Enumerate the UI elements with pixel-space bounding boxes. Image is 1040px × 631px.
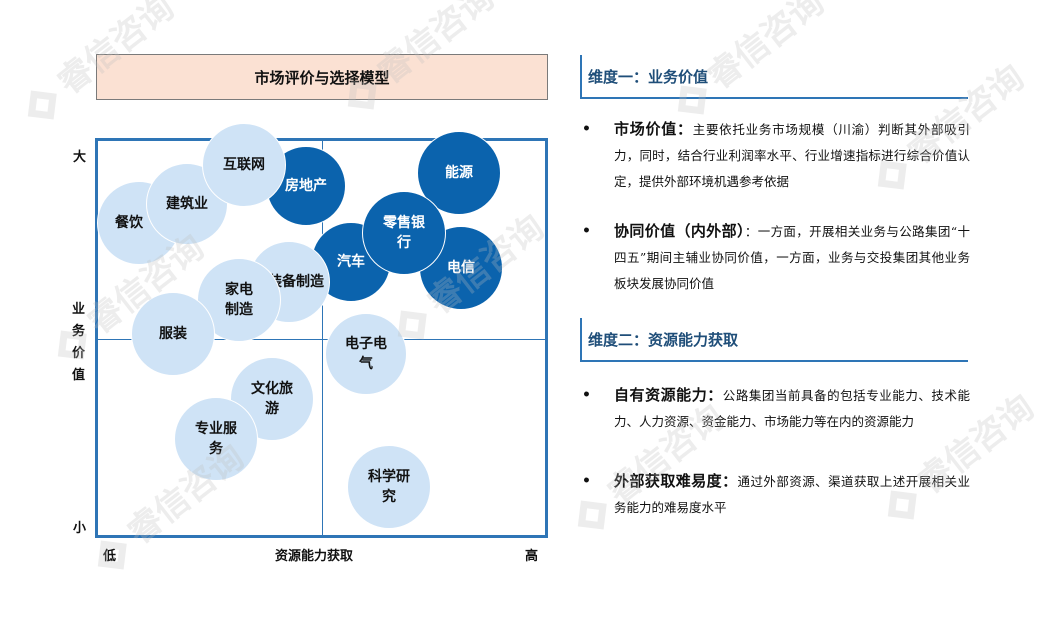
bubble-retail-banking: 零售银行 (362, 191, 446, 275)
y-axis-low-label: 小 (73, 521, 87, 536)
horizontal-divider (97, 339, 546, 340)
bullet-text: 公路集团当前具备的包括专业能力、技术能力、人力资源、资金能力、市场能力等在内的资… (614, 388, 970, 429)
dimension-one-heading: 维度一：业务价值 (580, 55, 968, 99)
bubble-apparel: 服装 (131, 292, 215, 376)
y-axis-high-label: 大 (73, 150, 87, 165)
bubble-electronics: 电子电气 (325, 313, 407, 395)
bullet-term: 外部获取难易度： (614, 472, 738, 490)
bullet-text: 通过外部资源、渠道获取上述开展相关业务能力的难易度水平 (614, 474, 970, 515)
bubble-internet: 互联网 (202, 123, 286, 207)
x-axis-low-label: 低 (103, 549, 117, 564)
y-axis-title: 业 务 价 值 (72, 302, 86, 383)
vertical-divider (322, 140, 323, 536)
model-title: 市场评价与选择模型 (96, 54, 548, 100)
bullet-market-value: • 市场价值：主要依托业务市场规模（川渝）判断其外部吸引力，同时，结合行业利润率… (580, 116, 970, 208)
x-axis-title: 资源能力获取 (275, 549, 354, 564)
bullet-term: 市场价值： (614, 120, 693, 138)
bullet-term: 自有资源能力： (614, 386, 723, 404)
bullet-own-resources: • 自有资源能力：公路集团当前具备的包括专业能力、技术能力、人力资源、资金能力、… (580, 382, 970, 460)
bullet-dot: • (582, 387, 591, 403)
matrix-frame (95, 138, 548, 538)
bullet-text: ：一方面，开展相关业务与公路集团“十四五”期间主辅业协同价值，一方面，业务与交投… (614, 224, 970, 291)
bullet-text: 主要依托业务市场规模（川渝）判断其外部吸引力，同时，结合行业利润率水平、行业增速… (614, 122, 970, 189)
bullet-external-acquisition: • 外部获取难易度：通过外部资源、渠道获取上述开展相关业务能力的难易度水平 (580, 468, 970, 520)
bullet-term: 协同价值（内外部） (614, 222, 745, 240)
bullet-synergy-value: • 协同价值（内外部）：一方面，开展相关业务与公路集团“十四五”期间主辅业协同价… (580, 218, 970, 291)
bubble-scientific-research: 科学研究 (347, 445, 431, 529)
bubble-professional-services: 专业服务 (174, 397, 258, 481)
bullet-dot: • (582, 223, 591, 239)
bullet-dot: • (582, 121, 591, 137)
dimension-two-heading: 维度二：资源能力获取 (580, 318, 968, 362)
x-axis-high-label: 高 (525, 549, 539, 564)
bullet-dot: • (582, 473, 591, 489)
